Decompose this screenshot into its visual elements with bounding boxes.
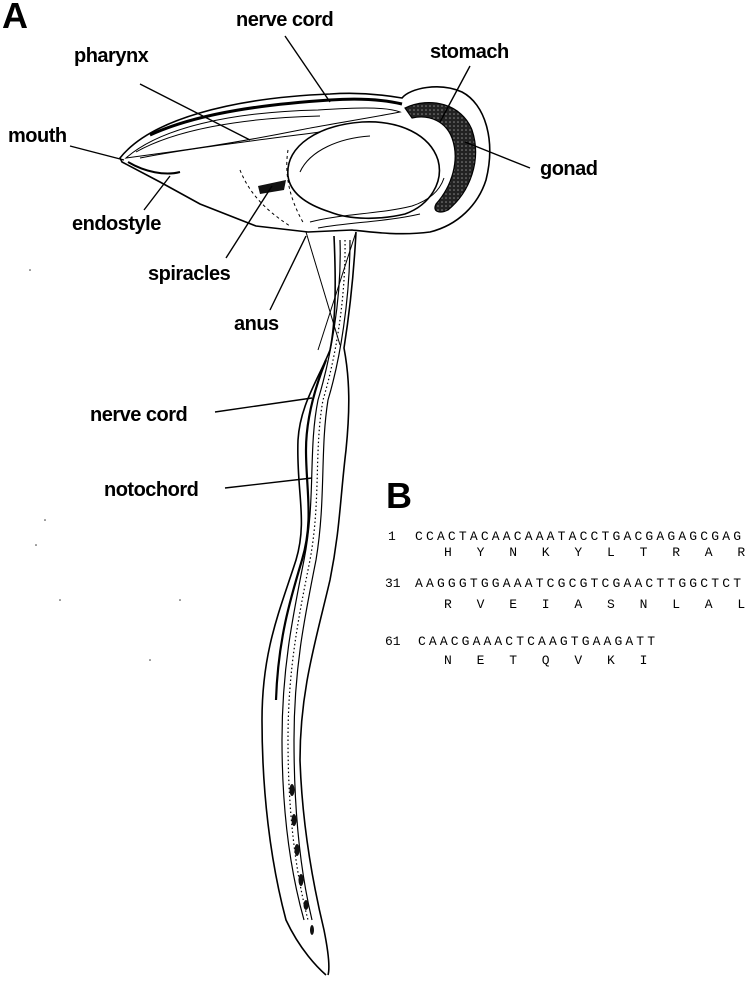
tail-right-edge (299, 231, 357, 976)
seq-row-1-nucleotides: CCACTACAACAAATACCTGACGAGAGCGAG (415, 529, 741, 544)
amino-acid: N (640, 597, 648, 612)
nerve-cord-tail (274, 359, 328, 701)
label-mouth: mouth (8, 125, 67, 147)
label-anus: anus (234, 313, 279, 335)
notochord-left (281, 239, 341, 921)
pharynx-outline (124, 107, 402, 159)
amino-acid: V (574, 653, 582, 668)
gonad-shape (404, 101, 477, 213)
amino-acid: N (509, 545, 517, 560)
panel-b-letter: B (386, 475, 412, 516)
amino-acid: R (444, 597, 452, 612)
seq-row-3-number: 61 (385, 634, 401, 649)
sequence-block: 1 CCACTACAACAAATACCTGACGAGAGCGAG H Y N K Y L T… (385, 529, 745, 668)
amino-acid: Y (574, 545, 582, 560)
label-stomach: stomach (430, 41, 509, 63)
amino-acid: T (509, 653, 517, 668)
nerve-cord-trunk (149, 97, 403, 137)
amino-acid: A (705, 597, 713, 612)
amino-acid: I (640, 653, 648, 668)
amino-acid: E (509, 597, 517, 612)
scan-speckles (29, 269, 181, 661)
amino-acid: L (737, 597, 745, 612)
label-endostyle: endostyle (72, 213, 161, 235)
spiracle-left (239, 169, 291, 227)
amino-acid: L (607, 545, 615, 560)
spiracle-right (286, 149, 305, 225)
tail-muscle-marks (289, 784, 314, 935)
amino-acid: K (542, 545, 550, 560)
endostyle-shape (127, 161, 181, 175)
label-nerve-cord-tail: nerve cord (90, 404, 187, 426)
amino-acid: R (672, 545, 680, 560)
organism-drawing (29, 86, 491, 976)
amino-acid: A (705, 545, 713, 560)
amino-acid: Q (542, 653, 550, 668)
label-spiracles: spiracles (148, 263, 231, 285)
amino-acid: H (444, 545, 452, 560)
amino-acid: V (477, 597, 485, 612)
seq-row-1-number: 1 (388, 529, 396, 544)
amino-acid: N (444, 653, 452, 668)
label-gonad: gonad (540, 158, 598, 180)
label-notochord: notochord (104, 479, 198, 501)
amino-acid: A (574, 597, 582, 612)
stomach-shape (287, 121, 441, 220)
amino-acid: E (477, 653, 485, 668)
amino-acid: K (607, 653, 615, 668)
amino-acid: S (607, 597, 615, 612)
panel-a-letter: A (2, 0, 28, 36)
leader-lines (69, 35, 531, 489)
label-pharynx: pharynx (74, 45, 149, 67)
amino-acid: T (640, 545, 648, 560)
seq-row-2-nucleotides: AAGGGTGGAAATCGCGTCGAACTTGGCTCT (415, 576, 741, 591)
amino-acid: Y (477, 545, 485, 560)
amino-acid: I (542, 597, 550, 612)
seq-row-2-number: 31 (385, 576, 401, 591)
amino-acid: R (737, 545, 745, 560)
label-nerve-cord-top: nerve cord (236, 9, 333, 31)
seq-row-3-nucleotides: CAACGAAACTCAAGTGAAGATT (418, 634, 655, 649)
trunk-outline (119, 86, 491, 235)
amino-acid: L (672, 597, 680, 612)
notochord-right (293, 239, 351, 921)
